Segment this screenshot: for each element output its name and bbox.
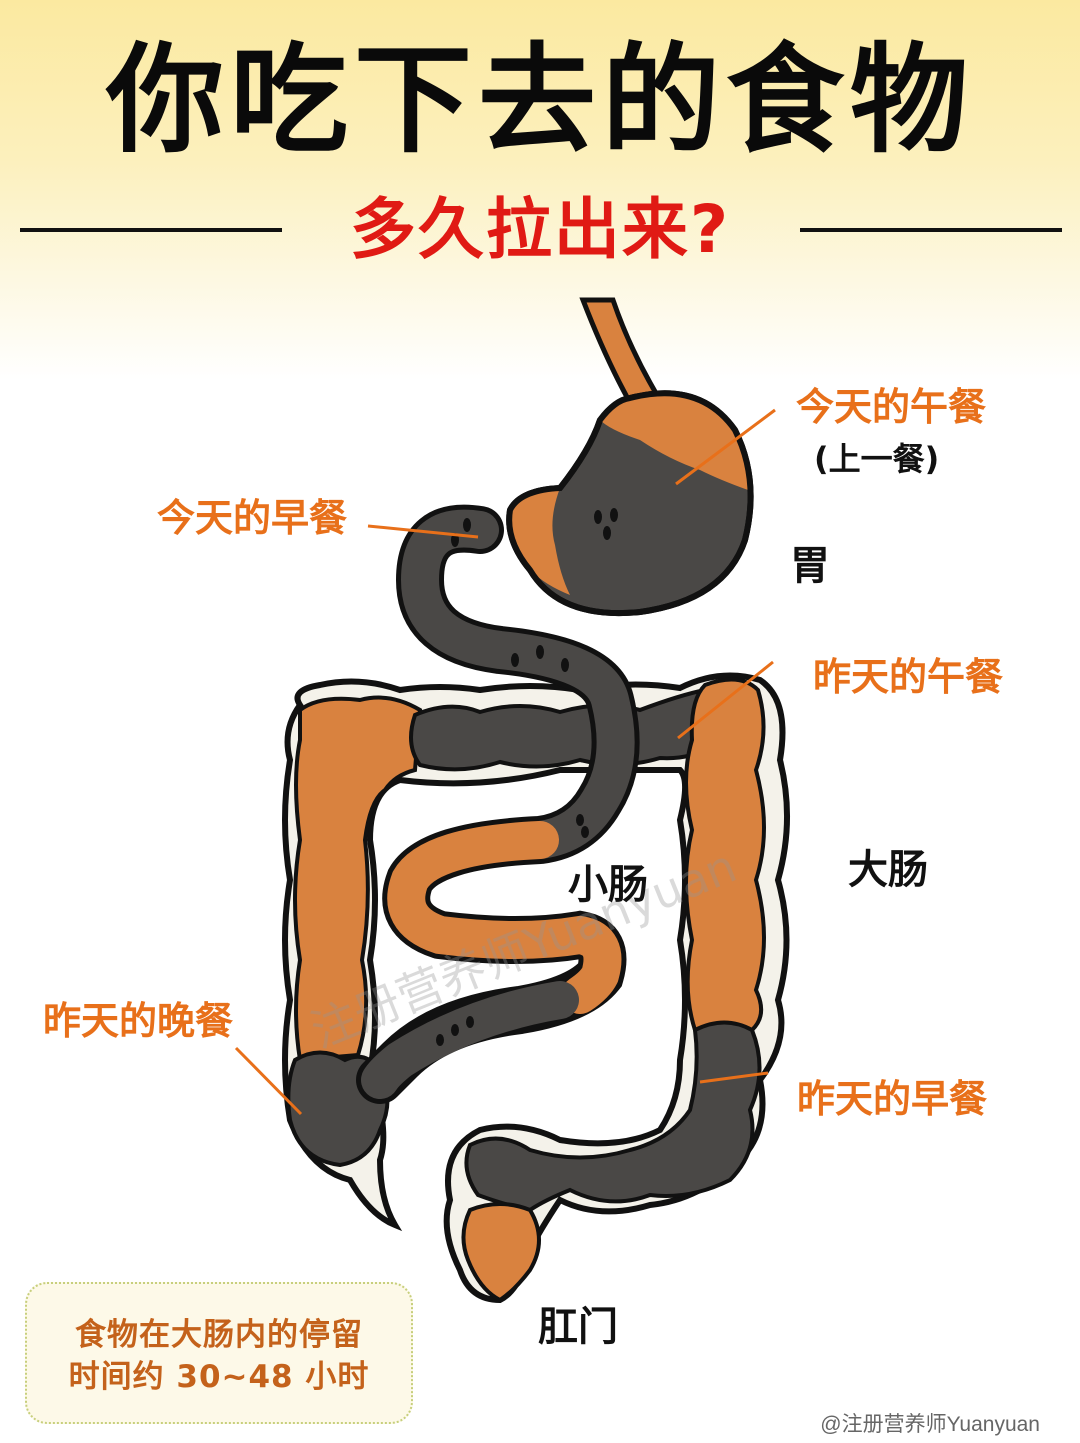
label-today-breakfast: 今天的早餐 <box>157 496 348 540</box>
note-line-2: 时间约 30~48 小时 <box>68 1359 370 1395</box>
divider-right <box>800 228 1062 232</box>
divider-left <box>20 228 282 232</box>
callout-lines <box>234 408 776 1116</box>
small-intestine <box>356 504 640 1104</box>
label-yesterday-lunch: 昨天的午餐 <box>813 655 1004 699</box>
label-today-lunch: 今天的午餐 <box>796 385 987 429</box>
label-stomach: 胃 <box>790 543 830 589</box>
label-small-intestine: 小肠 <box>568 862 648 908</box>
page-title: 你吃下去的食物 <box>105 31 974 169</box>
author-credit: @注册营养师Yuanyuan <box>820 1413 1040 1436</box>
note-line-1: 食物在大肠内的停留 <box>75 1317 363 1353</box>
stomach <box>506 297 754 617</box>
info-note-box: 食物在大肠内的停留 时间约 30~48 小时 <box>25 1282 413 1424</box>
subtitle-row: 多久拉出来? <box>0 190 1080 270</box>
label-yesterday-dinner: 昨天的晚餐 <box>43 999 234 1043</box>
label-anus: 肛门 <box>538 1304 618 1350</box>
label-today-lunch-note: (上一餐) <box>814 440 940 478</box>
page-subtitle: 多久拉出来? <box>349 191 731 268</box>
label-large-intestine: 大肠 <box>848 847 928 893</box>
label-yesterday-breakfast: 昨天的早餐 <box>797 1077 988 1121</box>
